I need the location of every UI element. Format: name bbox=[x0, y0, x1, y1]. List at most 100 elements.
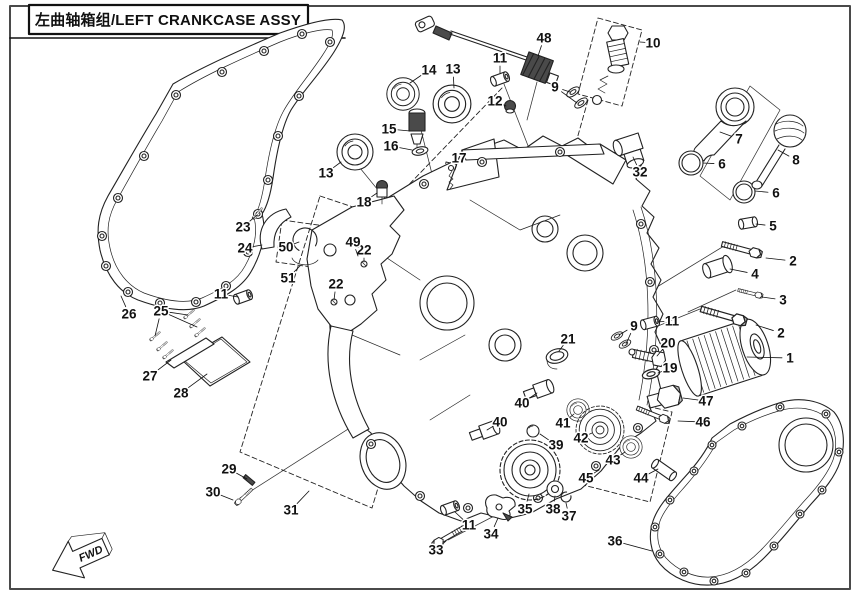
leader-line-5 bbox=[755, 223, 766, 226]
callout-42: 42 bbox=[573, 431, 588, 446]
part-spring-17 bbox=[447, 164, 455, 190]
leader-line-39 bbox=[539, 433, 550, 441]
part-gasket-right bbox=[649, 399, 844, 586]
leader-line-6 bbox=[754, 190, 769, 193]
callout-22: 22 bbox=[356, 243, 371, 258]
callout-45: 45 bbox=[578, 471, 594, 486]
part-dipstick-48 bbox=[414, 15, 559, 86]
leader-line-16 bbox=[398, 147, 413, 151]
leader-line-29 bbox=[235, 472, 248, 480]
leader-line-37 bbox=[565, 502, 568, 509]
part-ball-39 bbox=[526, 424, 540, 438]
callout-11: 11 bbox=[462, 518, 477, 533]
part-cap-21 bbox=[545, 348, 569, 370]
fwd-arrow: FWD bbox=[52, 532, 113, 579]
callout-2: 2 bbox=[777, 326, 785, 341]
part-bolt-2b bbox=[698, 303, 749, 328]
callout-25: 25 bbox=[153, 304, 169, 319]
part-frame-27 bbox=[165, 337, 215, 369]
leader-line-20 bbox=[656, 348, 664, 357]
leader-line-23 bbox=[248, 214, 258, 223]
part-plug-5 bbox=[737, 216, 759, 230]
callout-48: 48 bbox=[536, 31, 552, 46]
callout-51: 51 bbox=[280, 271, 296, 286]
callout-50: 50 bbox=[278, 240, 293, 255]
part-bearing-13a bbox=[336, 133, 374, 171]
leader-line-8 bbox=[777, 149, 790, 157]
leader-line-28 bbox=[187, 373, 208, 389]
part-pin-29 bbox=[242, 474, 256, 486]
callout-23: 23 bbox=[235, 220, 251, 235]
callout-9: 9 bbox=[551, 80, 559, 95]
leader-line-49 bbox=[355, 249, 359, 257]
part-bolt-3 bbox=[736, 286, 764, 300]
callout-10: 10 bbox=[645, 36, 660, 51]
leader-line-14 bbox=[409, 74, 423, 84]
page-title: 左曲轴箱组/LEFT CRANKCASE ASSY bbox=[34, 11, 301, 29]
part-bushing-11a bbox=[488, 70, 512, 88]
leader-line-25 bbox=[168, 311, 189, 316]
callout-36: 36 bbox=[607, 534, 623, 549]
leader-line-15 bbox=[396, 129, 411, 132]
callout-17: 17 bbox=[451, 151, 466, 166]
leader-line-45 bbox=[592, 469, 600, 475]
callout-13: 13 bbox=[318, 166, 334, 181]
callout-46: 46 bbox=[695, 415, 711, 430]
leader-line-41 bbox=[568, 413, 575, 419]
leader-line-27 bbox=[155, 359, 172, 372]
callout-37: 37 bbox=[561, 509, 576, 524]
part-breather-7 bbox=[693, 87, 755, 162]
callout-24: 24 bbox=[237, 241, 253, 256]
gasket-right-bolt-holes bbox=[650, 402, 844, 586]
leader-line-22 bbox=[333, 291, 336, 301]
part-fitting-20 bbox=[628, 348, 667, 368]
leader-line-3 bbox=[761, 296, 776, 300]
part-hook-24 bbox=[259, 208, 292, 250]
leader-line-26 bbox=[120, 295, 127, 308]
callout-11: 11 bbox=[665, 314, 680, 329]
callout-21: 21 bbox=[560, 332, 576, 347]
leader-line-46 bbox=[677, 420, 696, 423]
leader-line-40 bbox=[528, 392, 538, 399]
leader-line-4 bbox=[729, 268, 748, 273]
callout-40: 40 bbox=[514, 396, 529, 411]
leader-line-25 bbox=[154, 318, 160, 337]
leader-line-11 bbox=[228, 294, 239, 298]
leader-line-50 bbox=[293, 241, 300, 245]
part-banjo-bolt-47 bbox=[646, 384, 683, 409]
part-screen-28 bbox=[181, 336, 251, 387]
part-shaft-40b bbox=[468, 420, 501, 441]
callout-15: 15 bbox=[381, 122, 397, 137]
callout-5: 5 bbox=[769, 219, 777, 234]
page-frame: 左曲轴箱组/LEFT CRANKCASE ASSY bbox=[9, 3, 851, 590]
callout-39: 39 bbox=[548, 438, 563, 453]
callout-33: 33 bbox=[428, 543, 444, 558]
callout-20: 20 bbox=[660, 336, 675, 351]
callout-49: 49 bbox=[345, 235, 360, 250]
leader-line-35 bbox=[526, 493, 530, 502]
leader-line-12 bbox=[501, 103, 507, 107]
callout-43: 43 bbox=[605, 453, 621, 468]
part-oring-6b bbox=[732, 180, 756, 204]
part-bearing-14 bbox=[386, 77, 420, 111]
leader-line-11 bbox=[454, 511, 464, 520]
callout-35: 35 bbox=[517, 502, 533, 517]
leader-line-2 bbox=[765, 257, 786, 261]
part-oring-37 bbox=[560, 491, 572, 503]
leader-line-38 bbox=[553, 495, 556, 502]
callout-11: 11 bbox=[493, 51, 508, 66]
leader-line-13 bbox=[453, 76, 455, 89]
gasket-left-bolt-holes bbox=[96, 28, 336, 309]
callout-27: 27 bbox=[142, 369, 157, 384]
callout-19: 19 bbox=[662, 361, 677, 376]
part-pin-44 bbox=[650, 458, 678, 482]
leader-line-51 bbox=[293, 265, 301, 273]
callout-2: 2 bbox=[789, 254, 797, 269]
callout-11: 11 bbox=[214, 287, 229, 302]
leader-line-33 bbox=[441, 540, 447, 546]
leader-line-9 bbox=[618, 329, 628, 336]
callout-13: 13 bbox=[445, 62, 461, 77]
callout-3: 3 bbox=[779, 293, 787, 308]
